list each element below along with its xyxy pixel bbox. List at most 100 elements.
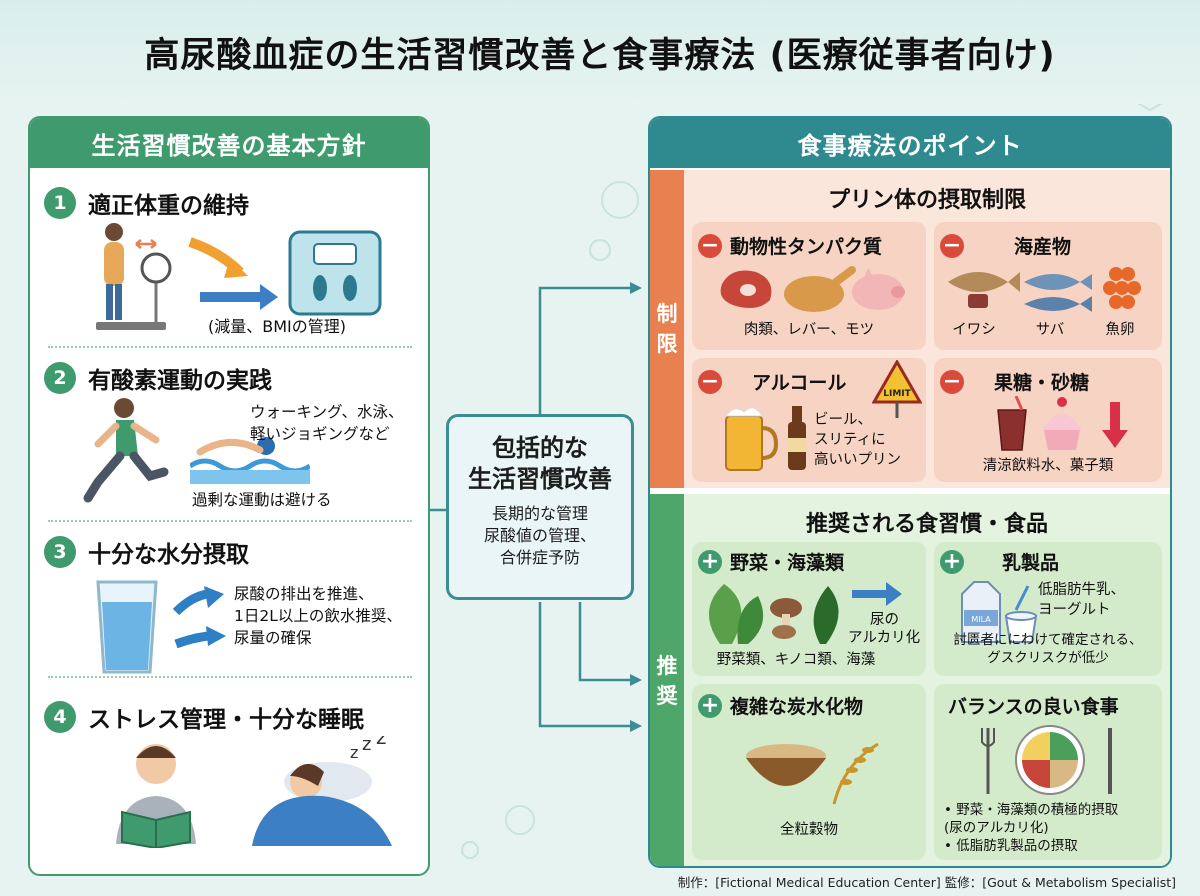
connector-lines <box>430 282 642 732</box>
card-title: − 動物性タンパク質 <box>698 232 882 259</box>
section-exercise-title: 2 有酸素運動の実践 <box>44 361 416 395</box>
water-note-b: 1日2L以上の飲水推奨、 <box>234 607 402 625</box>
card-caption: • 野菜・海藻類の積極的摂取 <box>944 802 1119 818</box>
card-dairy: + 乳製品 MILA 低脂肪牛乳、 ヨーグルト 討匮者ににわけて確定される、 グ… <box>934 542 1162 676</box>
number-badge: 4 <box>44 701 76 733</box>
svg-text:z: z <box>362 736 371 755</box>
limit-tab-char: 限 <box>656 332 678 356</box>
section-label: 適正体重の維持 <box>88 193 249 219</box>
recommend-tab: 推 奨 <box>650 494 684 866</box>
card-title-text: アルコール <box>752 372 847 394</box>
plus-icon: + <box>698 693 722 718</box>
minus-icon: − <box>940 369 964 394</box>
limit-sign-text: LIMIT <box>883 389 911 399</box>
card-sugar: − 果糖・砂糖 清涼飲料水、菓子類 <box>934 358 1162 482</box>
card-title: バランスの良い食事 <box>948 692 1119 719</box>
card-caption: スリティに <box>814 432 886 448</box>
recommend-zone-title: 推奨される食習慣・食品 <box>805 512 1048 537</box>
card-caption: 高いいプリン <box>814 452 901 468</box>
card-caption: 尿の <box>870 612 899 628</box>
exercise-note-a: ウォーキング、水泳、 <box>250 403 404 421</box>
number-badge: 3 <box>44 536 76 568</box>
plus-icon: + <box>698 549 722 574</box>
section-exercise: 2 有酸素運動の実践 <box>44 361 416 395</box>
card-caption: グスクリスクが低少 <box>987 650 1109 666</box>
card-title: − アルコール <box>698 368 846 395</box>
limit-zone-title: プリン体の摂取制限 <box>827 188 1026 213</box>
beer-icon <box>725 406 806 471</box>
card-caption: 清涼飲料水、菓子類 <box>982 458 1114 474</box>
card-caption: 低脂肪牛乳、 <box>1038 582 1125 598</box>
title-bar: 高尿酸血症の生活習慣改善と食事療法 (医療従事者向け) <box>0 0 1200 104</box>
exercise-note-b: 軽いジョギングなど <box>250 425 390 443</box>
number-badge: 2 <box>44 362 76 394</box>
scale-icon <box>96 223 382 330</box>
svg-text:z: z <box>376 736 387 749</box>
card-title-text: 果糖・砂糖 <box>994 372 1090 394</box>
card-vegetables: + 野菜・海藻類 尿の アルカリ化 野菜類、キノコ類、海藻 <box>692 542 926 676</box>
card-caption: ヨーグルト <box>1038 602 1111 618</box>
sweets-icon <box>997 396 1128 451</box>
water-note-a: 尿酸の排出を推進、 <box>234 585 374 603</box>
sleeper-icon: z z z <box>252 736 392 846</box>
exercise-note-c: 過剰な運動は避ける <box>192 491 332 509</box>
svg-text:z: z <box>350 743 358 762</box>
card-caption: サバ <box>1035 322 1065 338</box>
card-caption: イワシ <box>952 322 996 338</box>
limit-tab: 制 限 <box>650 170 684 488</box>
card-complex-carbs: + 複雑な炭水化物 全粒穀物 <box>692 684 926 860</box>
milk-icon: MILA <box>961 581 1038 643</box>
limit-zone: 制 限 プリン体の摂取制限 − 動物性タンパク質 肉類、レバー、モツ <box>650 170 1170 488</box>
card-title-text: 野菜・海藻類 <box>730 552 845 574</box>
recommend-tab-char: 奨 <box>656 684 678 708</box>
grain-icon <box>746 742 879 805</box>
card-caption: アルカリ化 <box>848 630 921 646</box>
card-caption: ビール、 <box>814 412 872 428</box>
card-alcohol: − アルコール LIMIT ビール、 スリティに 高いいプリン <box>692 358 926 482</box>
card-caption: 魚卵 <box>1105 322 1135 338</box>
fish-icon <box>948 267 1141 312</box>
section-label: 有酸素運動の実践 <box>88 368 272 394</box>
diet-panel-header: 食事療法のポイント <box>650 118 1170 168</box>
card-caption: (尿のアルカリ化) <box>944 820 1049 836</box>
arrow-icon <box>852 582 902 606</box>
center-sub-c: 合併症予防 <box>499 548 580 567</box>
number-badge: 1 <box>44 187 76 219</box>
center-title-b: 生活習慣改善 <box>468 465 612 493</box>
section-label: 十分な水分摂取 <box>88 542 249 568</box>
plate-icon <box>981 725 1112 795</box>
section-water: 3 十分な水分摂取 <box>44 535 416 569</box>
minus-icon: − <box>940 233 964 258</box>
card-caption: 全粒穀物 <box>780 822 838 838</box>
card-caption: • 低脂肪乳製品の摂取 <box>944 838 1078 854</box>
milk-label: MILA <box>971 615 991 624</box>
lifestyle-panel: 生活習慣改善の基本方針 1 適正体重の維持 (減量、BMIの管理) 2 有酸素運… <box>28 116 430 876</box>
lifestyle-panel-header: 生活習慣改善の基本方針 <box>30 118 428 168</box>
limit-tab-char: 制 <box>656 302 678 326</box>
card-balanced-meal: バランスの良い食事 • 野菜・海藻類の積極的摂取 (尿のアルカリ化) • 低脂肪… <box>934 684 1162 860</box>
card-title-text: 動物性タンパク質 <box>730 236 883 258</box>
recommend-tab-char: 推 <box>656 654 678 678</box>
center-sub-a: 長期的な管理 <box>491 504 588 523</box>
card-title-text: バランスの良い食事 <box>948 696 1119 718</box>
minus-icon: − <box>698 233 722 258</box>
meat-icon <box>720 266 905 312</box>
page-title: 高尿酸血症の生活習慣改善と食事療法 (医療従事者向け) <box>144 35 1056 76</box>
section-divider <box>48 520 412 522</box>
card-caption: 討匮者ににわけて確定される、 <box>953 632 1143 648</box>
minus-icon: − <box>698 369 722 394</box>
weight-note: (減量、BMIの管理) <box>208 317 346 336</box>
water-glass-icon <box>96 580 226 674</box>
card-caption: 野菜類、キノコ類、海藻 <box>716 652 876 668</box>
runner-icon <box>83 398 169 503</box>
center-title-a: 包括的な <box>492 434 588 462</box>
plus-icon: + <box>940 549 964 574</box>
card-title-text: 複雑な炭水化物 <box>730 696 864 718</box>
section-divider <box>48 346 412 348</box>
central-concept-box: 包括的な 生活習慣改善 長期的な管理 尿酸値の管理、 合併症予防 <box>446 414 634 600</box>
water-note-c: 尿量の確保 <box>234 629 312 647</box>
card-title: + 野菜・海藻類 <box>698 548 844 575</box>
section-divider <box>48 676 412 678</box>
recommend-zone: 推 奨 推奨される食習慣・食品 + 野菜・海藻類 尿の アルカリ <box>650 494 1170 866</box>
card-title: − 海産物 <box>940 232 1071 259</box>
